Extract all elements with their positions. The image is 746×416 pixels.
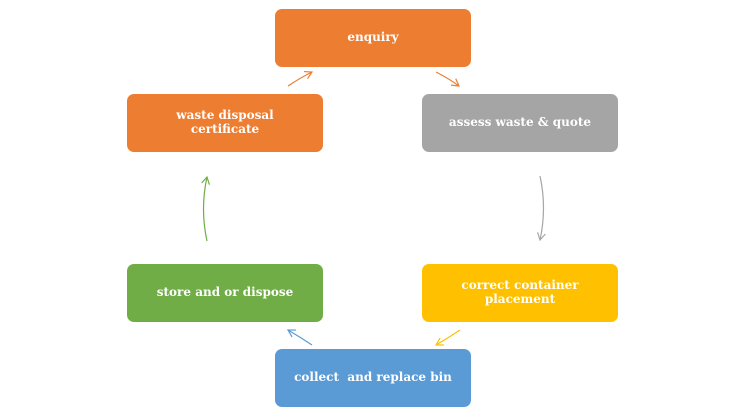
node-waste-disposal-certificate: waste disposal certificate: [127, 94, 323, 152]
node-correct-container-placement: correct container placement: [422, 264, 618, 322]
node-collect-replace-bin: collect and replace bin: [275, 349, 471, 407]
node-collect-replace-bin-label: collect and replace bin: [294, 370, 452, 385]
arrow-enquiry-to-assess: [435, 71, 460, 87]
node-enquiry: enquiry: [275, 9, 471, 67]
arrow-store-to-cert: [201, 175, 210, 242]
node-correct-container-placement-label: correct container placement: [461, 278, 579, 306]
node-store-dispose: store and or dispose: [127, 264, 323, 322]
node-assess-waste-quote: assess waste & quote: [422, 94, 618, 152]
node-enquiry-label: enquiry: [347, 30, 399, 45]
arrow-collect-to-store: [286, 329, 313, 346]
arrow-assess-to-correct: [537, 175, 546, 242]
arrow-correct-to-collect: [434, 329, 461, 346]
node-waste-disposal-certificate-label: waste disposal certificate: [176, 108, 274, 136]
arrow-cert-to-enquiry: [287, 70, 314, 87]
node-store-dispose-label: store and or dispose: [156, 285, 294, 300]
node-assess-waste-quote-label: assess waste & quote: [448, 115, 592, 130]
